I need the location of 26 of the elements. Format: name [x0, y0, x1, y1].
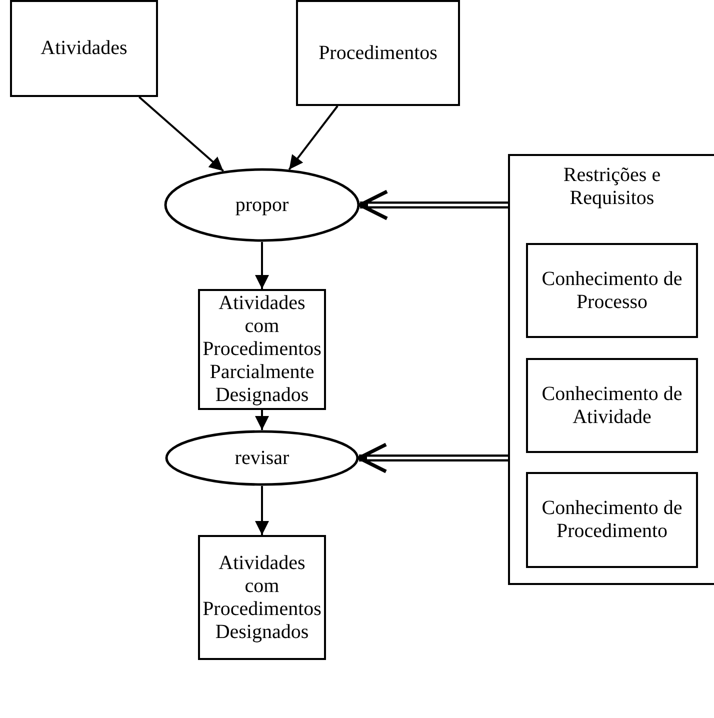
node-label: Atividades — [40, 37, 128, 60]
panel-title: Restrições e Requisitos — [562, 164, 662, 210]
arrow — [138, 96, 224, 172]
node-label: revisar — [234, 446, 290, 470]
process-box — [526, 358, 698, 453]
process-box — [198, 535, 326, 660]
process-ellipse — [165, 430, 359, 486]
node-label: Conhecimento de Atividade — [540, 382, 684, 428]
process-box — [10, 0, 158, 97]
arrow — [255, 242, 269, 289]
node-label: Conhecimento de Procedimento — [540, 497, 684, 543]
node-label: Conhecimento de Processo — [540, 268, 684, 314]
node-label: propor — [235, 194, 289, 216]
arrow — [255, 410, 269, 430]
node-label: Procedimentos — [318, 42, 438, 64]
process-ellipse — [164, 168, 360, 242]
arrow — [288, 105, 338, 170]
node-label: Atividades com Procedimentos Parcialmente Designados — [202, 292, 322, 407]
group-panel — [508, 154, 714, 585]
arrow — [255, 486, 269, 535]
double-arrow — [357, 442, 508, 474]
node-label: Atividades com Procedimentos Designados — [202, 552, 322, 644]
double-arrow — [358, 190, 508, 220]
process-box — [526, 472, 698, 568]
process-box — [526, 243, 698, 338]
process-box — [296, 0, 460, 106]
